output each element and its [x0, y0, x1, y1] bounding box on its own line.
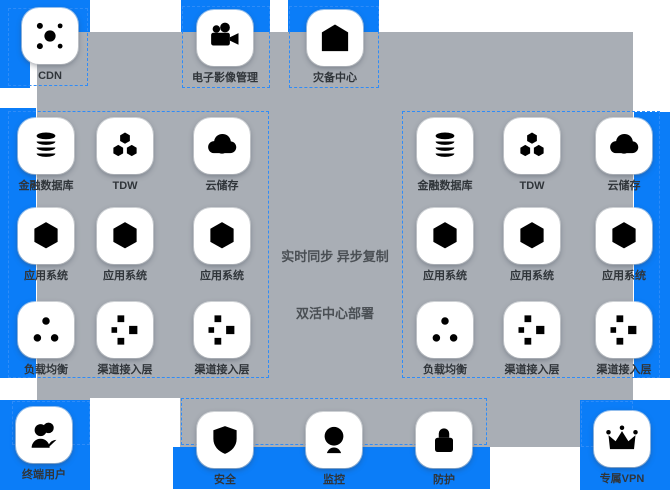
- node-label: 应用系统: [510, 270, 554, 282]
- app-cube-icon: [28, 218, 64, 254]
- node-end-users: 终端用户: [0, 407, 89, 482]
- bottom-gray-strip: [180, 398, 633, 447]
- node-label: 应用系统: [200, 270, 244, 282]
- cdn-network-icon: [32, 18, 68, 54]
- node-right-app-1: 应用系统: [400, 208, 490, 283]
- app-cube-icon: [427, 218, 463, 254]
- node-imaging: 电子影像管理: [180, 10, 270, 85]
- node-left-channel-1: 渠道接入层: [80, 302, 170, 377]
- node-label: 电子影像管理: [192, 72, 258, 84]
- node-right-channel-1: 渠道接入层: [487, 302, 577, 377]
- tdw-hexagons-icon: [514, 128, 550, 164]
- channel-tree-icon: [514, 312, 550, 348]
- node-right-app-2: 应用系统: [487, 208, 577, 283]
- node-right-lb: 负载均衡: [400, 302, 490, 377]
- app-cube-icon: [107, 218, 143, 254]
- node-right-channel-2: 渠道接入层: [579, 302, 669, 377]
- node-label: 终端用户: [22, 469, 66, 481]
- disaster-house-icon: [317, 20, 353, 56]
- node-right-tdw: TDW: [487, 118, 577, 193]
- node-label: 渠道接入层: [596, 364, 652, 376]
- sync-annotation: 实时同步 异步复制: [281, 249, 389, 264]
- lock-icon: [426, 422, 462, 458]
- node-label: TDW: [519, 180, 545, 192]
- node-left-channel-2: 渠道接入层: [177, 302, 267, 377]
- node-label: 负载均衡: [423, 364, 467, 376]
- zone-imaging: [182, 6, 270, 88]
- node-left-app-1: 应用系统: [1, 208, 91, 283]
- zone-left-datacenter: [8, 111, 269, 378]
- node-label: 渠道接入层: [504, 364, 560, 376]
- app-cube-icon: [606, 218, 642, 254]
- node-label: 应用系统: [602, 270, 646, 282]
- node-security: 安全: [180, 412, 270, 487]
- node-label: 监控: [323, 474, 345, 486]
- zone-right-datacenter: [402, 111, 660, 378]
- node-label: TDW: [112, 180, 138, 192]
- load-balancer-icon: [427, 312, 463, 348]
- app-cube-icon: [514, 218, 550, 254]
- shield-icon: [207, 422, 243, 458]
- imaging-tile: [197, 10, 253, 66]
- node-label: 应用系统: [103, 270, 147, 282]
- node-vpn: 专属VPN: [577, 411, 667, 486]
- node-label: 金融数据库: [18, 180, 74, 192]
- channel-tree-icon: [204, 312, 240, 348]
- node-left-tdw: TDW: [80, 118, 170, 193]
- node-disaster-center: 灾备中心: [290, 10, 380, 85]
- node-label: 应用系统: [24, 270, 68, 282]
- node-label: 渠道接入层: [194, 364, 250, 376]
- node-label: 云储存: [607, 180, 641, 192]
- node-label: 灾备中心: [313, 72, 357, 84]
- node-right-database: 金融数据库: [400, 118, 490, 193]
- node-left-app-3: 应用系统: [177, 208, 267, 283]
- node-label: 安全: [214, 474, 236, 486]
- video-camera-icon: [207, 20, 243, 56]
- node-label: CDN: [38, 70, 62, 82]
- tdw-hexagons-icon: [107, 128, 143, 164]
- database-icon: [427, 128, 463, 164]
- node-monitoring: 监控: [289, 412, 379, 487]
- node-label: 专属VPN: [599, 473, 645, 485]
- node-left-app-2: 应用系统: [80, 208, 170, 283]
- node-protection: 防护: [399, 412, 489, 487]
- load-balancer-icon: [28, 312, 64, 348]
- database-icon: [28, 128, 64, 164]
- zone-disaster: [289, 6, 379, 88]
- webcam-icon: [316, 422, 352, 458]
- channel-tree-icon: [606, 312, 642, 348]
- cloud-download-icon: [204, 128, 240, 164]
- node-label: 防护: [433, 474, 455, 486]
- deploy-annotation: 双活中心部署: [295, 306, 374, 321]
- app-cube-icon: [204, 218, 240, 254]
- cdn-tile: [22, 8, 78, 64]
- node-right-app-3: 应用系统: [579, 208, 669, 283]
- node-label: 应用系统: [423, 270, 467, 282]
- users-icon: [26, 417, 62, 453]
- node-cdn: CDN: [5, 8, 95, 83]
- node-label: 云储存: [205, 180, 239, 192]
- disaster-tile: [307, 10, 363, 66]
- channel-tree-icon: [107, 312, 143, 348]
- node-left-cloud-storage: 云储存: [177, 118, 267, 193]
- node-label: 金融数据库: [417, 180, 473, 192]
- node-left-lb: 负载均衡: [1, 302, 91, 377]
- node-label: 负载均衡: [24, 364, 68, 376]
- crown-icon: [604, 421, 640, 457]
- node-left-database: 金融数据库: [1, 118, 91, 193]
- node-right-cloud-storage: 云储存: [579, 118, 669, 193]
- cloud-download-icon: [606, 128, 642, 164]
- node-label: 渠道接入层: [97, 364, 153, 376]
